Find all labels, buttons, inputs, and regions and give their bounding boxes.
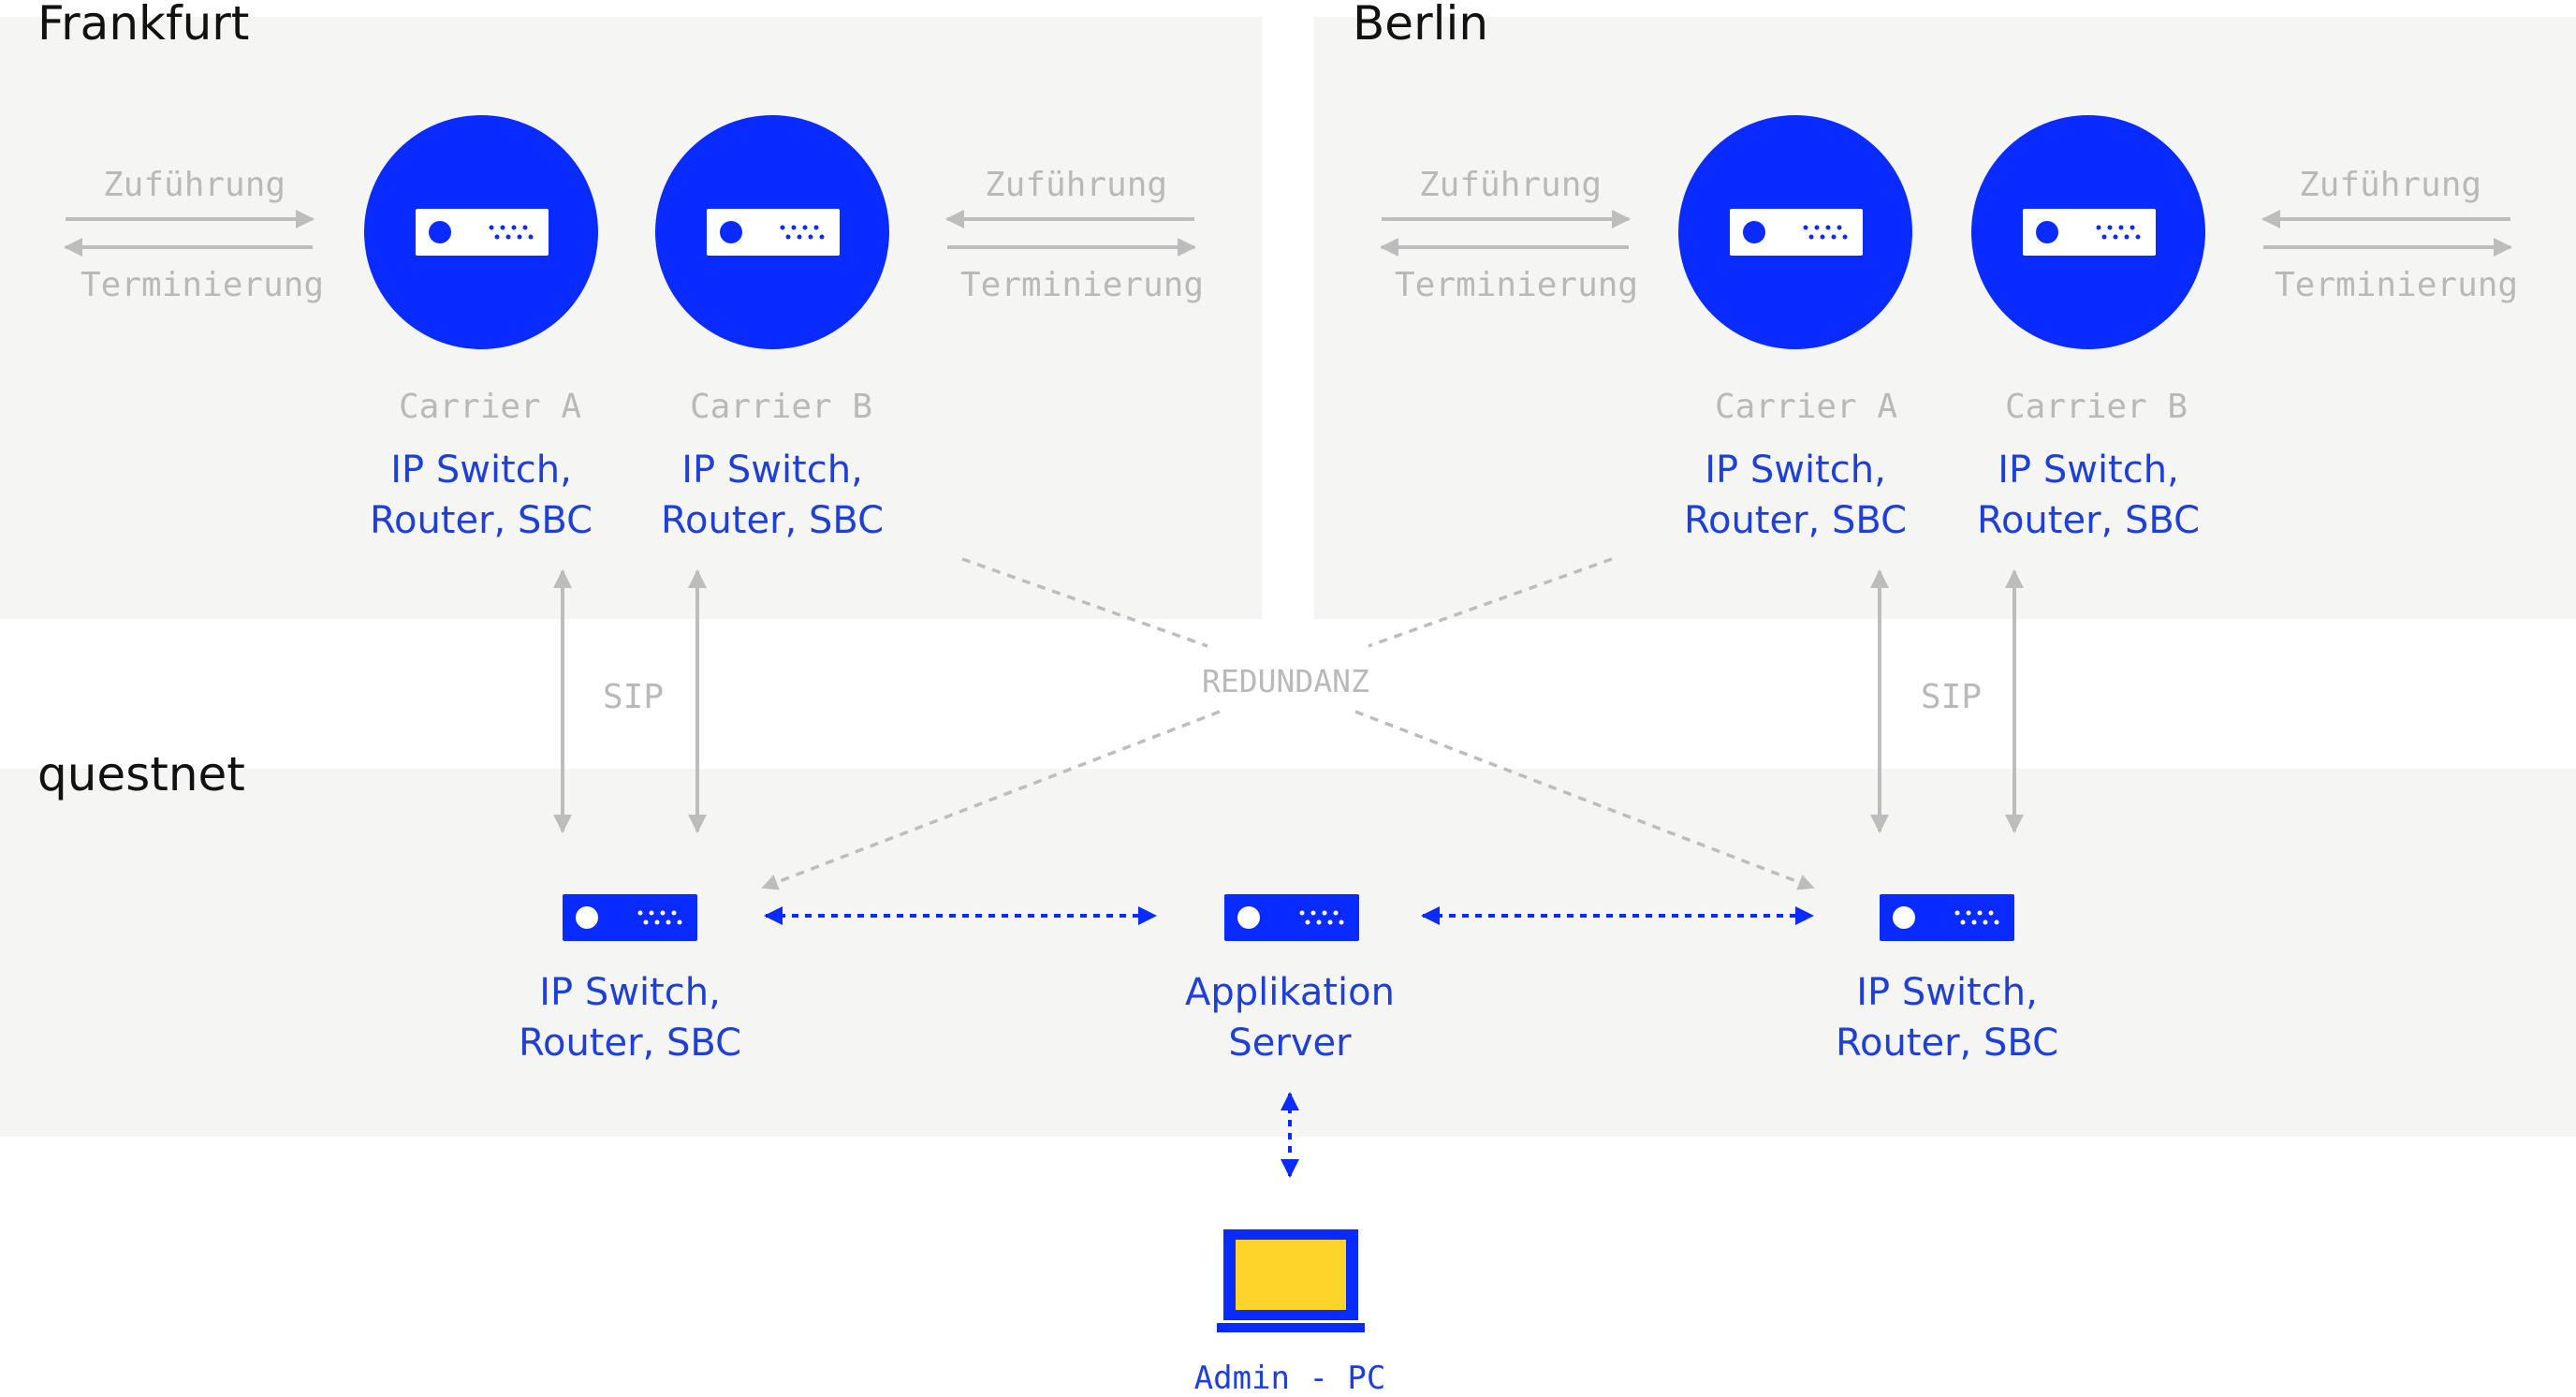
- app-server-label: Applikation Server: [1149, 967, 1430, 1068]
- device-label-line2: Router, SBC: [369, 499, 593, 542]
- router-right-icon: [1880, 894, 2014, 941]
- admin-pc-label: Admin - PC: [1193, 1360, 1386, 1397]
- device-label-line2: Router, SBC: [1976, 499, 2201, 542]
- redundanz-label: REDUNDANZ: [1202, 663, 1369, 699]
- zufuehrung-label: Zuführung: [103, 166, 286, 204]
- carrier-b-label: Carrier B: [2005, 388, 2188, 426]
- frankfurt-panel: [0, 17, 1262, 619]
- device-label: IP Switch, Router, SBC: [632, 445, 913, 546]
- carrier-b-berlin-icon: [1971, 115, 2205, 349]
- app-server-label-line1: Applikation: [1185, 971, 1395, 1014]
- device-label-line2: Router, SBC: [660, 499, 885, 542]
- berlin-panel: [1314, 17, 2576, 619]
- carrier-a-frankfurt-icon: [364, 115, 598, 349]
- carrier-b-label: Carrier B: [690, 388, 873, 426]
- laptop-icon: [1217, 1229, 1365, 1332]
- device-label: IP Switch, Router, SBC: [341, 445, 622, 546]
- carrier-b-frankfurt-icon: [655, 115, 889, 349]
- zufuehrung-label: Zuführung: [985, 166, 1168, 204]
- device-label-line1: IP Switch,: [1705, 449, 1886, 492]
- device-label-line1: IP Switch,: [1856, 971, 2038, 1014]
- redundanz-line: [761, 710, 1221, 890]
- zufuehrung-label: Zuführung: [2299, 166, 2482, 204]
- network-device-icon: [1730, 209, 1863, 256]
- device-label: IP Switch, Router, SBC: [1655, 445, 1936, 546]
- zufuehrung-label: Zuführung: [1419, 166, 1603, 204]
- carrier-a-label: Carrier A: [1715, 388, 1898, 426]
- terminierung-label: Terminierung: [2275, 266, 2519, 304]
- terminierung-label: Terminierung: [960, 266, 1205, 304]
- app-server-icon: [1224, 894, 1359, 941]
- router-left-icon: [563, 894, 697, 941]
- questnet-panel: [0, 769, 2576, 1137]
- berlin-title: Berlin: [1353, 0, 1489, 51]
- device-label-line2: Router, SBC: [1683, 499, 1908, 542]
- carrier-a-berlin-icon: [1678, 115, 1912, 349]
- network-device-icon: [2023, 209, 2156, 256]
- device-label-line1: IP Switch,: [539, 971, 721, 1014]
- device-label: IP Switch, Router, SBC: [490, 967, 770, 1068]
- network-device-icon: [416, 209, 549, 256]
- carrier-a-label: Carrier A: [399, 388, 582, 426]
- sip-label: SIP: [1921, 678, 1983, 716]
- device-label-line2: Router, SBC: [518, 1022, 742, 1065]
- sip-label: SIP: [603, 678, 665, 716]
- device-label-line1: IP Switch,: [390, 449, 572, 492]
- network-device-icon: [707, 209, 840, 256]
- terminierung-label: Terminierung: [1395, 266, 1639, 304]
- redundanz-line: [961, 557, 1208, 648]
- device-label: IP Switch, Router, SBC: [1948, 445, 2229, 546]
- device-label-line1: IP Switch,: [681, 449, 863, 492]
- questnet-title: questnet: [37, 747, 245, 801]
- redundanz-line: [1368, 557, 1613, 648]
- app-server-label-line2: Server: [1228, 1022, 1352, 1065]
- device-label-line1: IP Switch,: [1998, 449, 2179, 492]
- redundanz-line: [1354, 710, 1815, 890]
- device-label-line2: Router, SBC: [1835, 1022, 2059, 1065]
- frankfurt-title: Frankfurt: [37, 0, 250, 51]
- terminierung-label: Terminierung: [80, 266, 325, 304]
- device-label: IP Switch, Router, SBC: [1807, 967, 2087, 1068]
